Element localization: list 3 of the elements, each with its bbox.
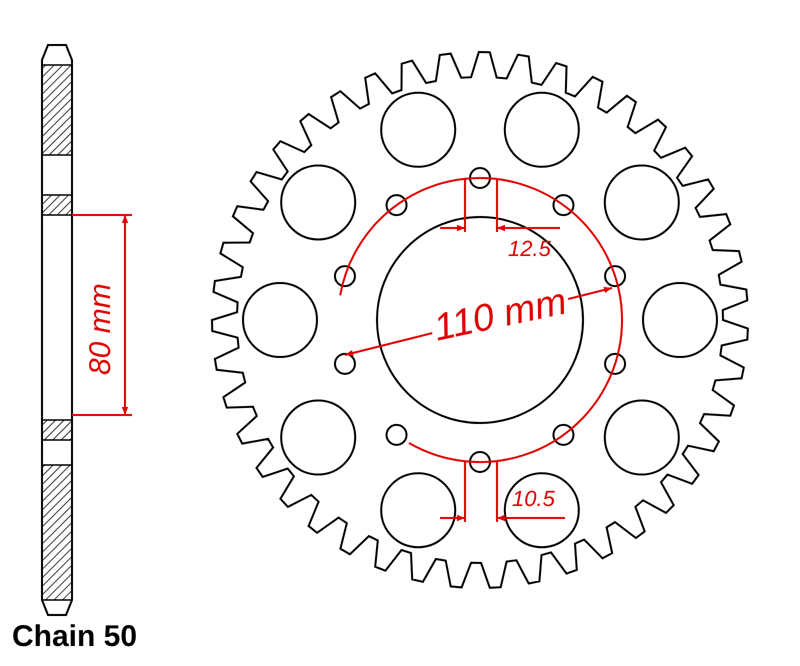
dimension-label: 10.5: [512, 488, 555, 510]
chain-size-label: Chain 50: [12, 622, 138, 652]
dimension-label: 12.5: [508, 238, 551, 260]
